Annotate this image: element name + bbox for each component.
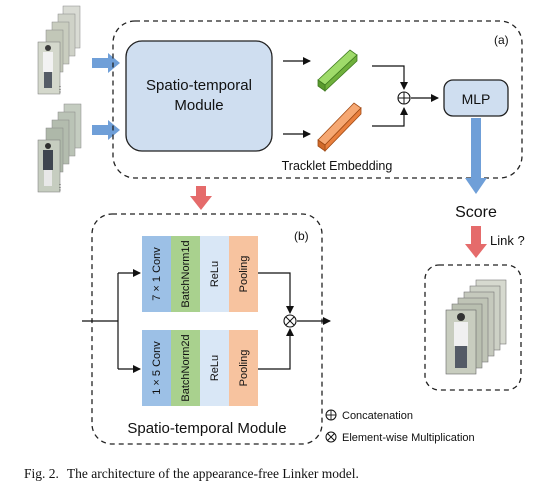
linked-tracklet-image-stack — [445, 279, 507, 375]
panel-a-dashed-box — [112, 20, 523, 179]
branch2-batchnorm-label: BatchNorm2d — [180, 334, 192, 401]
orange-embedding-bar — [317, 102, 362, 152]
mlp-label: MLP — [462, 91, 491, 107]
branch1-output-arrow — [258, 272, 294, 314]
svg-text:⋮: ⋮ — [56, 183, 64, 192]
branch2-relu-block — [200, 330, 229, 406]
panel-a-label: (a) — [494, 33, 509, 47]
branch2-relu-label: ReLu — [209, 355, 221, 381]
branch1-batchnorm-block — [171, 236, 200, 312]
branch1-relu-block — [200, 236, 229, 312]
branch2-pooling-label: Pooling — [238, 350, 250, 387]
score-to-link-arrow — [465, 226, 487, 258]
panel-a-to-b-arrow — [190, 186, 212, 210]
input-arrow-top — [92, 53, 120, 73]
tracklet-embedding-label: Tracklet Embedding — [282, 159, 393, 173]
branch1-batchnorm-label: BatchNorm1d — [180, 240, 192, 307]
orange-to-concat-line — [372, 107, 408, 127]
branch2-layers: 1 × 5 Conv BatchNorm2d ReLu Pooling — [142, 330, 258, 406]
input-tracklet-stack-top: ⋮ — [37, 5, 81, 95]
score-label: Score — [455, 204, 497, 221]
branch2-conv-block — [142, 330, 171, 406]
concatenation-operator-icon — [397, 91, 411, 105]
branch2-output-arrow — [258, 328, 294, 370]
branch1-pooling-label: Pooling — [238, 256, 250, 293]
link-label: Link ? — [490, 233, 525, 248]
branch1-relu-label: ReLu — [209, 261, 221, 287]
panel-b-dashed-box — [91, 213, 323, 445]
link-output-dashed-box — [424, 264, 522, 391]
branch2-conv-label: 1 × 5 Conv — [151, 341, 163, 395]
svg-text:⋮: ⋮ — [56, 85, 64, 94]
legend-concat-icon — [325, 409, 337, 421]
branch2-batchnorm-block — [171, 330, 200, 406]
input-tracklet-stack-bottom: ⋮ — [37, 103, 82, 193]
figure-caption: Fig. 2. The architecture of the appearanc… — [24, 466, 524, 482]
legend-multiplication-label: Element-wise Multiplication — [342, 432, 475, 444]
green-to-concat-line — [372, 65, 408, 90]
mlp-to-score-arrow — [465, 118, 487, 194]
element-wise-multiplication-operator-icon — [283, 314, 297, 328]
legend-multiplication-icon — [325, 431, 337, 443]
panel-b-label: (b) — [294, 229, 309, 243]
spatio-temporal-module-label-line1: Spatio-temporal — [146, 77, 252, 94]
legend: Concatenation Element-wise Multiplicatio… — [325, 409, 475, 444]
branch1-pooling-block — [229, 236, 258, 312]
mlp-box — [443, 79, 509, 117]
branch2-pooling-block — [229, 330, 258, 406]
branch1-layers: 7 × 1 Conv BatchNorm1d ReLu Pooling — [142, 236, 258, 312]
spatio-temporal-module-box — [125, 40, 273, 152]
input-arrow-bottom — [92, 120, 120, 140]
legend-concat-label: Concatenation — [342, 410, 413, 422]
branch1-conv-block — [142, 236, 171, 312]
green-embedding-bar — [317, 49, 358, 92]
spatio-temporal-module-label-line2: Module — [174, 97, 223, 114]
caption-label: Fig. 2. — [24, 466, 59, 481]
branch1-conv-label: 7 × 1 Conv — [151, 247, 163, 301]
panel-b-title: Spatio-temporal Module — [127, 420, 286, 437]
caption-text: The architecture of the appearance-free … — [66, 466, 359, 481]
